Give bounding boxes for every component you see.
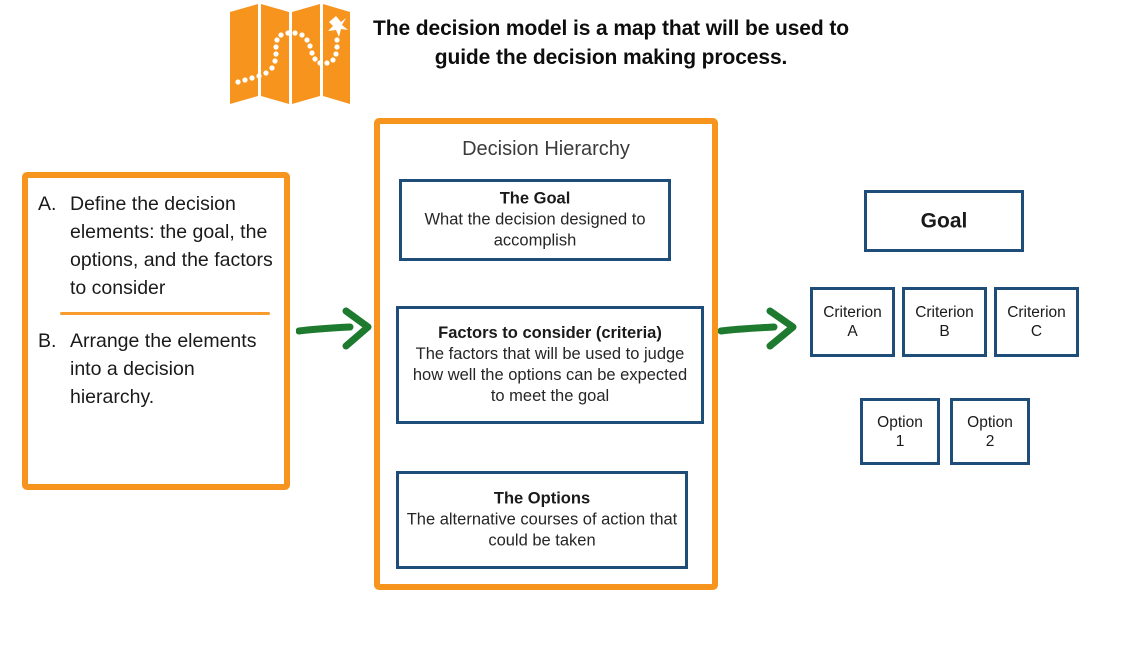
green-arrow-icon bbox=[295, 306, 378, 350]
hierarchy-node-goal-label: Goal bbox=[920, 209, 968, 233]
steps-list: A. Define the decision elements: the goa… bbox=[38, 190, 274, 411]
options-box-title: The Options bbox=[493, 489, 591, 508]
criteria-box-desc: The factors that will be used to judge h… bbox=[412, 345, 688, 405]
options-description-box: The Options The alternative courses of a… bbox=[396, 471, 688, 569]
options-box-desc: The alternative courses of action that c… bbox=[406, 510, 678, 550]
list-item-label: Arrange the elements into a decision hie… bbox=[70, 330, 257, 408]
hierarchy-node-option-1: Option 1 bbox=[860, 398, 940, 465]
decision-hierarchy-panel: Decision Hierarchy The Goal What the dec… bbox=[374, 118, 718, 590]
list-item-label: Define the decision elements: the goal, … bbox=[70, 193, 273, 299]
steps-panel: A. Define the decision elements: the goa… bbox=[22, 172, 290, 490]
goal-box-title: The Goal bbox=[499, 189, 571, 208]
divider bbox=[60, 312, 270, 315]
hierarchy-node-option-2-label: Option 2 bbox=[967, 413, 1013, 450]
hierarchy-node-criterion-a: Criterion A bbox=[810, 287, 895, 357]
page-title: The decision model is a map that will be… bbox=[373, 17, 849, 69]
list-item: B. Arrange the elements into a decision … bbox=[38, 327, 274, 411]
hierarchy-node-option-1-label: Option 1 bbox=[877, 413, 923, 450]
criteria-box-title: Factors to consider (criteria) bbox=[438, 324, 662, 342]
hierarchy-node-criterion-c: Criterion C bbox=[994, 287, 1079, 357]
hierarchy-node-criterion-c-label: Criterion C bbox=[1007, 304, 1066, 340]
hierarchy-node-option-2: Option 2 bbox=[950, 398, 1030, 465]
green-arrow-icon bbox=[717, 306, 804, 350]
hierarchy-node-criterion-b: Criterion B bbox=[902, 287, 987, 357]
criteria-description-box: Factors to consider (criteria) The facto… bbox=[396, 306, 704, 424]
hierarchy-node-goal: Goal bbox=[864, 190, 1024, 252]
decision-hierarchy-title: Decision Hierarchy bbox=[462, 138, 630, 160]
goal-description-box: The Goal What the decision designed to a… bbox=[399, 179, 671, 261]
goal-box-desc: What the decision designed to accomplish bbox=[424, 210, 646, 250]
list-item-marker: B. bbox=[38, 330, 57, 352]
hierarchy-node-criterion-a-label: Criterion A bbox=[823, 304, 882, 340]
list-item-marker: A. bbox=[38, 193, 57, 215]
list-item: A. Define the decision elements: the goa… bbox=[38, 190, 274, 302]
hierarchy-node-criterion-b-label: Criterion B bbox=[915, 304, 974, 340]
folded-map-icon bbox=[228, 2, 352, 106]
